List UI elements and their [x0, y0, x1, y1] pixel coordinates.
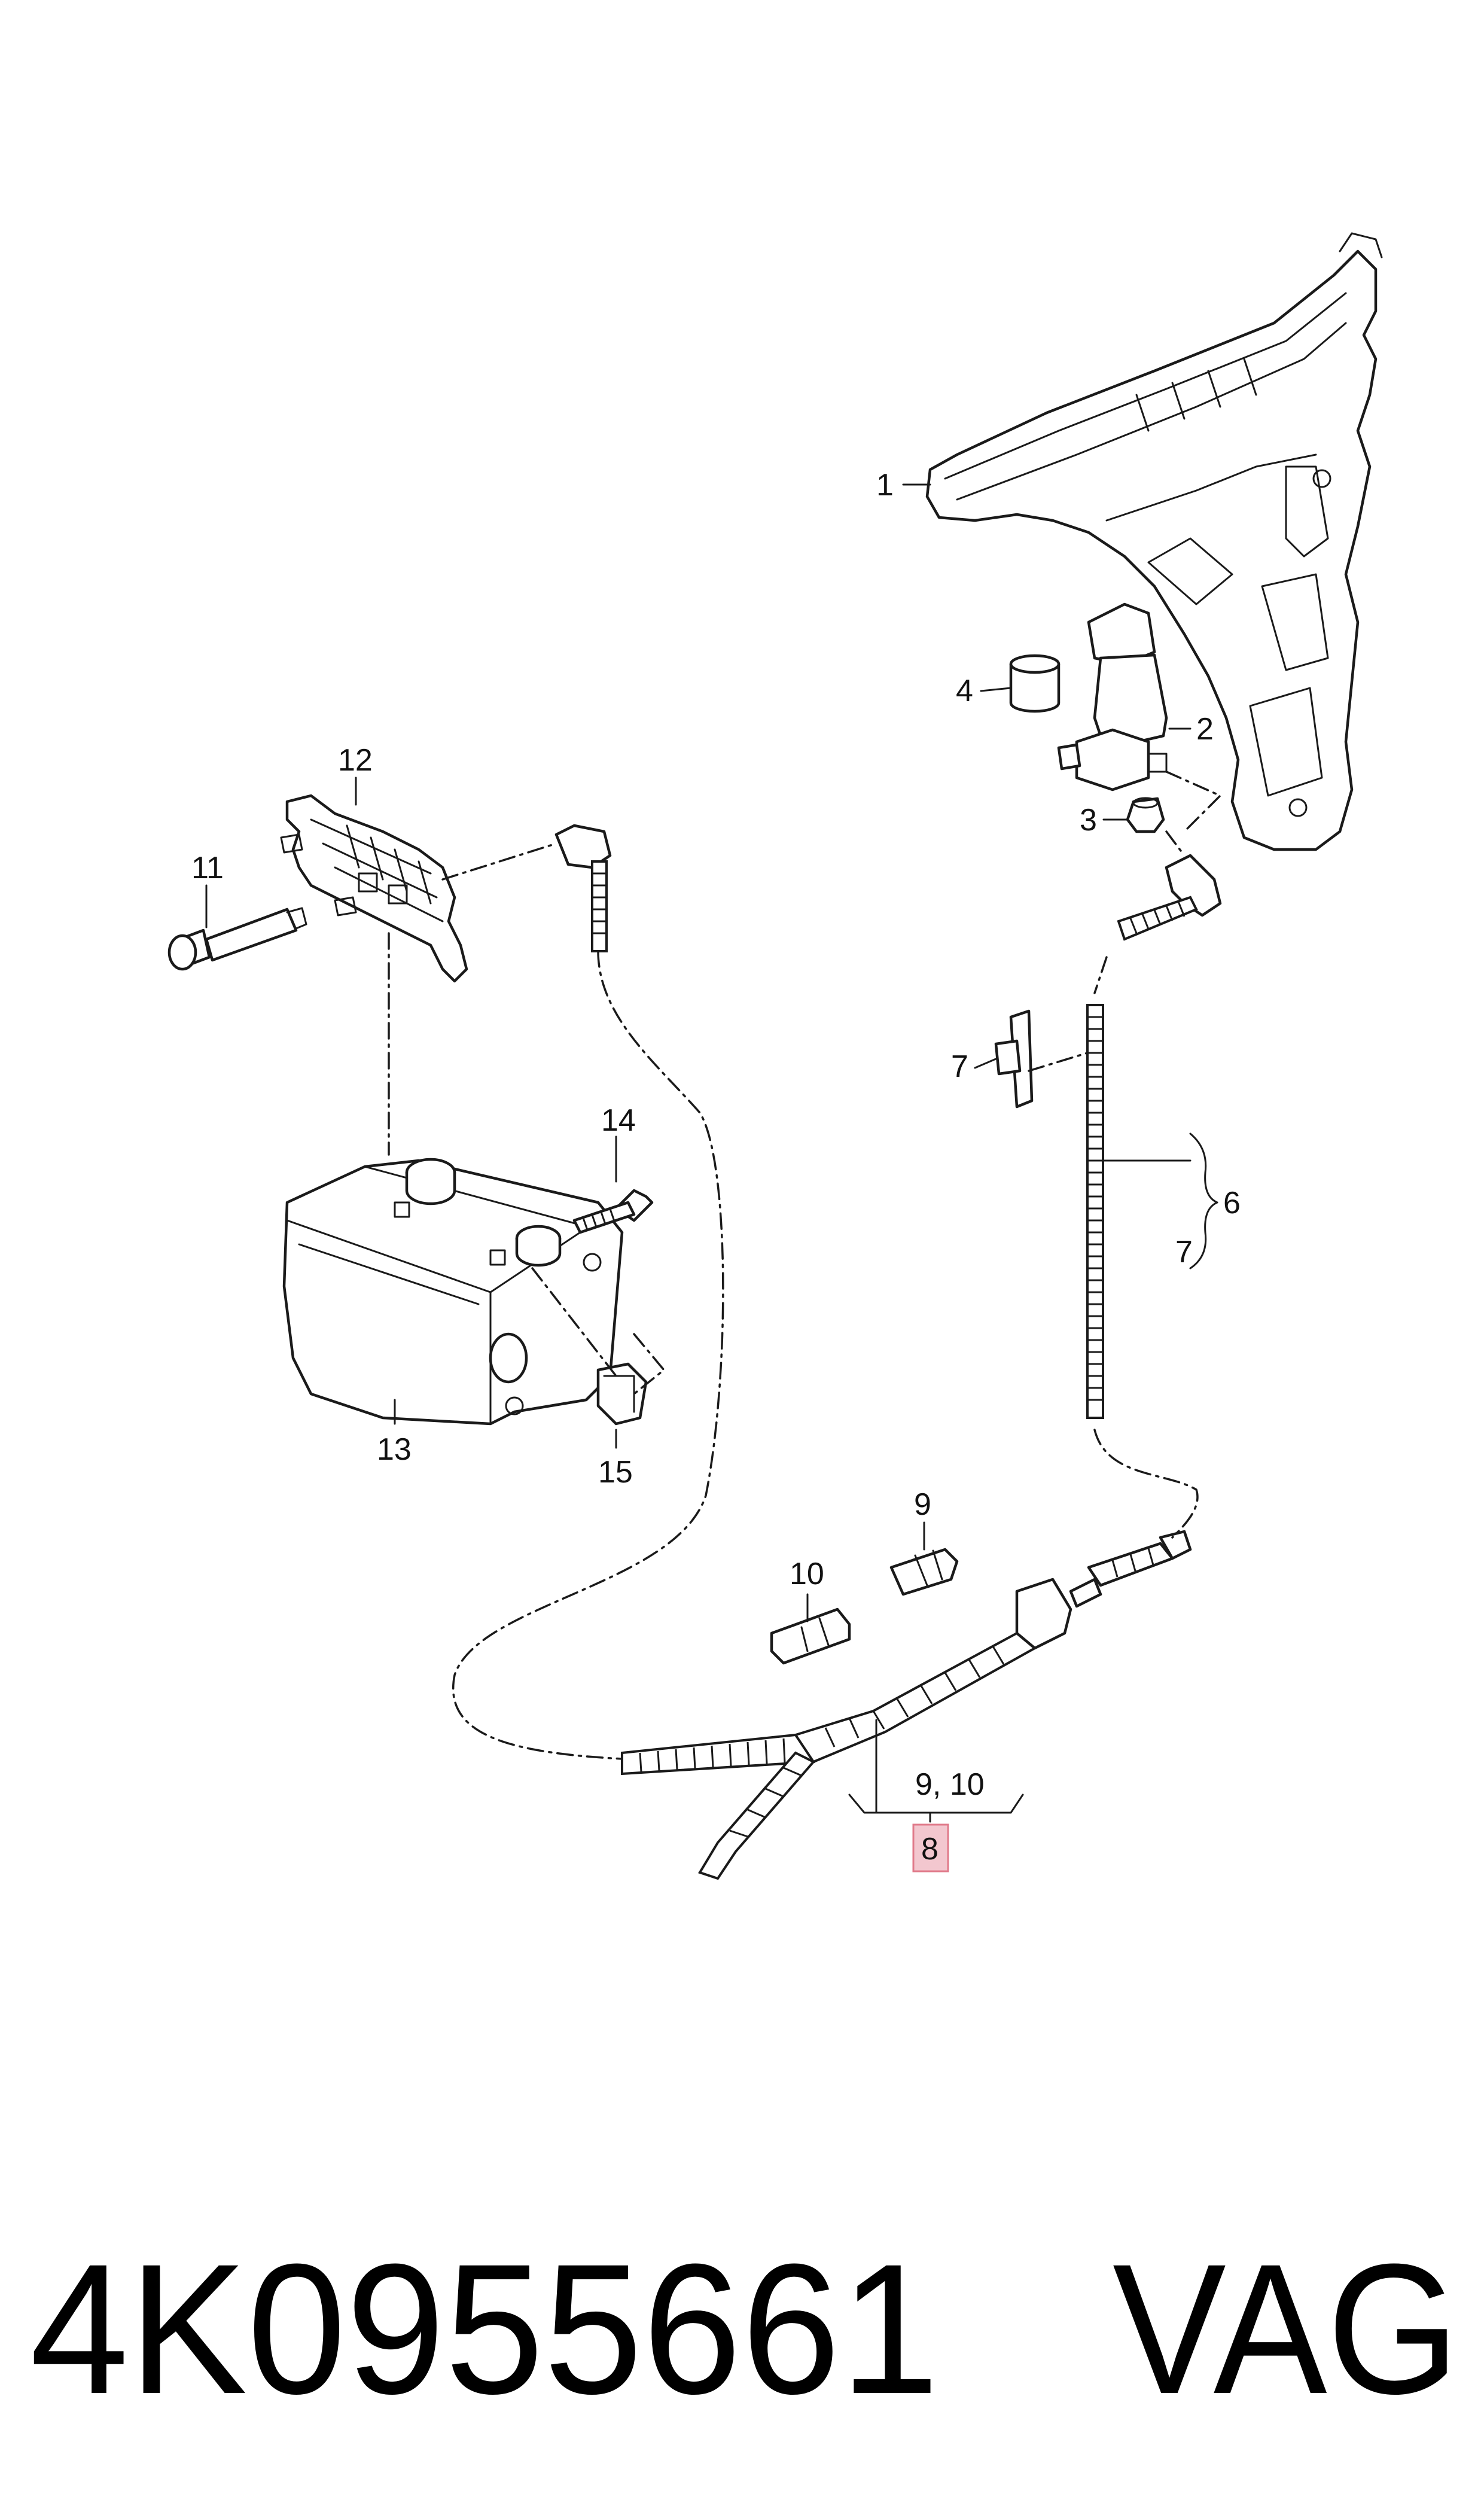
grommet	[1126, 797, 1165, 833]
callout-12: 12	[338, 743, 373, 778]
clip-15	[596, 1362, 648, 1426]
callout-9: 9	[914, 1487, 931, 1522]
connector-hose	[1087, 1530, 1192, 1587]
callout-8: 8	[921, 1832, 938, 1867]
callout-6: 6	[1223, 1186, 1241, 1220]
callout-7-lower: 7	[1175, 1235, 1193, 1269]
reservoir-tank	[925, 232, 1383, 851]
seal-ring	[1009, 654, 1061, 713]
callout-2: 2	[1196, 712, 1214, 747]
hose-clip-upper	[994, 1009, 1034, 1109]
callout-14: 14	[601, 1103, 636, 1138]
mounting-pin	[167, 907, 307, 971]
callout-13: 13	[377, 1432, 412, 1467]
headlamp-unit	[282, 1158, 624, 1426]
part-number: 4K0955661	[30, 2225, 939, 2432]
callout-1: 1	[876, 468, 894, 503]
callout-8-highlight	[912, 1823, 949, 1872]
callout-7-upper: 7	[951, 1049, 968, 1084]
mounting-bracket	[280, 794, 468, 983]
assembly-lines	[388, 771, 1223, 1760]
callout-9-10: 9, 10	[915, 1767, 985, 1802]
brand-name: VAG	[1113, 2225, 1459, 2432]
callout-11: 11	[191, 851, 224, 885]
callout-4: 4	[956, 674, 973, 708]
screw	[572, 1189, 654, 1234]
washer-pump	[1057, 602, 1168, 791]
callout-15: 15	[598, 1455, 633, 1490]
y-hose-harness	[621, 1578, 1102, 1880]
clip-9	[889, 1548, 959, 1596]
leader-lines	[205, 483, 1218, 1823]
callout-labels: 1 2 3 4 6 7 7 8 9 9, 10 10 11 12 13 14 1…	[191, 468, 1241, 1867]
clip-10	[770, 1607, 851, 1665]
callout-3: 3	[1080, 803, 1097, 838]
upper-left-hose	[554, 824, 612, 952]
vertical-hose	[1086, 1004, 1104, 1419]
pump-outlet-elbow	[1117, 854, 1222, 941]
callout-10: 10	[790, 1557, 824, 1591]
